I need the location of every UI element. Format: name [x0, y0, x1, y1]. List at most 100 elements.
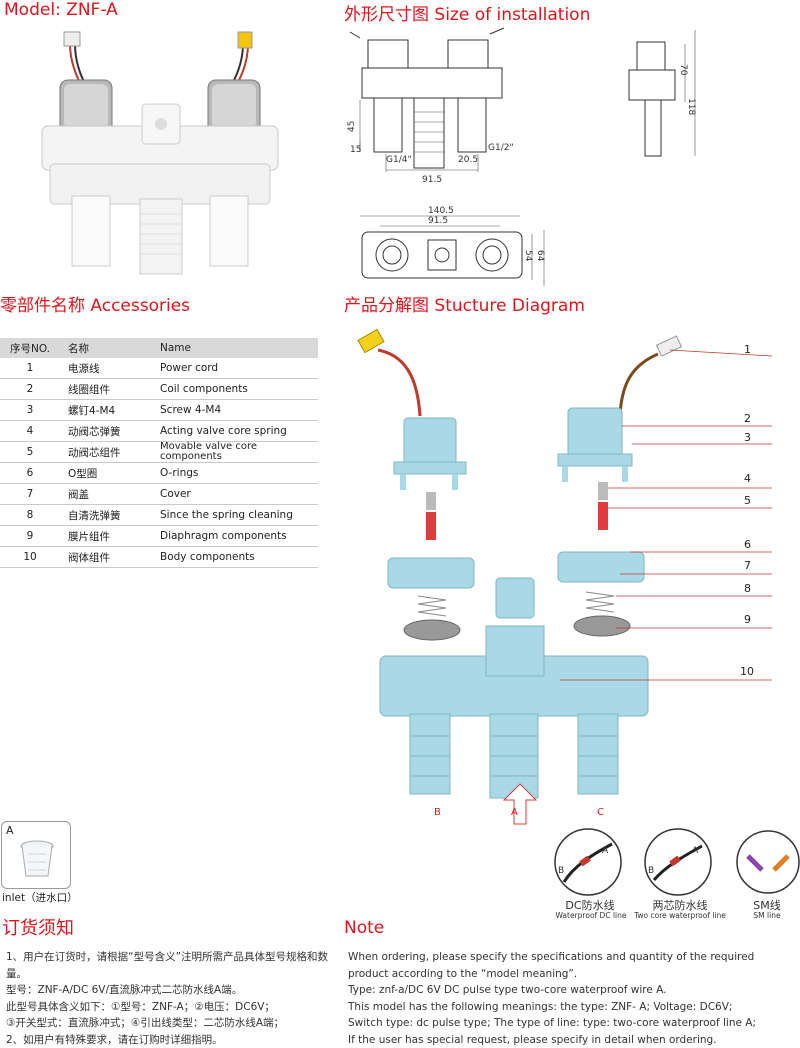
row-no: 8: [0, 505, 60, 526]
order-line: 此型号具体含义如下：①型号：ZNF-A；②电压：DC6V；: [6, 999, 331, 1016]
port-c: C: [597, 807, 604, 818]
row-cn: 动阀芯弹簧: [60, 421, 150, 442]
dim-118: 118: [686, 98, 696, 115]
callout-1: 1: [744, 343, 751, 356]
order-notice-title: 订货须知: [2, 914, 74, 940]
dim-g14: G1/4": [386, 155, 412, 165]
row-en: Cover: [150, 484, 318, 505]
note-line: Switch type: dc pulse type; The type of …: [348, 1015, 798, 1032]
dim-45: 45: [347, 121, 357, 132]
wire-type-icons: [550, 826, 800, 900]
wire2-label-a: A: [692, 846, 698, 856]
wire3-en: SM line: [742, 911, 792, 920]
row-en: O-rings: [150, 463, 318, 484]
order-notice-text: 1、用户在订货时，请根据“型号含义”注明所需产品具体型号规格和数量。 型号：ZN…: [6, 949, 331, 1048]
row-cn: 自清洗弹簧: [60, 505, 150, 526]
dim-70: 70: [678, 64, 688, 76]
table-header: 序号NO. 名称 Name: [0, 338, 318, 358]
note-line: This model has the following meanings: t…: [348, 999, 798, 1016]
row-no: 3: [0, 400, 60, 421]
dim-64: 64: [535, 250, 545, 262]
row-cn: 动阀芯组件: [60, 442, 150, 463]
row-cn: 螺钉4-M4: [60, 400, 150, 421]
callout-10: 10: [740, 665, 754, 678]
wire1-en: Waterproof DC line: [546, 911, 636, 920]
callout-9: 9: [744, 613, 751, 626]
callout-8: 8: [744, 582, 751, 595]
row-en: Movable valve core components: [150, 442, 318, 463]
top-view-drawing: 140.5 91.5 54 64: [350, 200, 570, 300]
dim-20-5: 20.5: [458, 155, 478, 165]
row-cn: 膜片组件: [60, 526, 150, 547]
row-cn: O型圈: [60, 463, 150, 484]
row-cn: 电源线: [60, 358, 150, 379]
inlet-caption: inlet（进水口）: [2, 890, 78, 905]
row-en: Since the spring cleaning: [150, 505, 318, 526]
callout-3: 3: [744, 431, 751, 444]
callout-4: 4: [744, 472, 751, 485]
row-no: 1: [0, 358, 60, 379]
note-title: Note: [344, 918, 384, 938]
exploded-diagram: [340, 326, 800, 826]
inlet-filter-icon: [16, 838, 58, 882]
order-line: 型号：ZNF-A/DC 6V/直流脉冲式二芯防水线A端。: [6, 982, 331, 999]
row-no: 6: [0, 463, 60, 484]
inlet-box: A: [1, 821, 71, 889]
row-cn: 阀盖: [60, 484, 150, 505]
row-en: Power cord: [150, 358, 318, 379]
dim-54: 54: [523, 250, 533, 262]
row-en: Body components: [150, 547, 318, 568]
front-view-drawing: 45 15 G1/4" 20.5 G1/2" 91.5: [340, 22, 540, 184]
note-line: When ordering, please specify the specif…: [348, 949, 798, 982]
header-en: Name: [150, 338, 318, 358]
note-line: If the user has special request, please …: [348, 1032, 798, 1048]
dim-91-5: 91.5: [422, 175, 442, 184]
dim-g12: G1/2": [488, 143, 514, 153]
note-text: When ordering, please specify the specif…: [348, 949, 798, 1048]
wire1-label-a: A: [602, 846, 608, 856]
row-no: 2: [0, 379, 60, 400]
inlet-label: A: [6, 824, 14, 837]
row-cn: 阀体组件: [60, 547, 150, 568]
wire2-en: Two core waterproof line: [626, 911, 734, 920]
row-en: Coil components: [150, 379, 318, 400]
side-view-drawing: 70 118: [615, 22, 725, 172]
row-no: 10: [0, 547, 60, 568]
row-no: 7: [0, 484, 60, 505]
dim-91-5-top: 91.5: [428, 216, 448, 226]
order-line: 1、用户在订货时，请根据“型号含义”注明所需产品具体型号规格和数量。: [6, 949, 331, 982]
dim-140-5: 140.5: [428, 206, 454, 216]
row-no: 4: [0, 421, 60, 442]
port-b: B: [434, 807, 441, 818]
callout-6: 6: [744, 538, 751, 551]
accessories-title: 零部件名称 Accessories: [0, 291, 190, 316]
model-title: Model: ZNF-A: [4, 0, 118, 20]
product-photo: [30, 24, 290, 279]
callout-5: 5: [744, 494, 751, 507]
note-line: Type: znf-a/DC 6V DC pulse type two-core…: [348, 982, 798, 999]
header-cn: 名称: [60, 338, 150, 358]
order-line: 2、如用户有特殊要求，请在订购时详细指明。: [6, 1032, 331, 1048]
row-no: 5: [0, 442, 60, 463]
dim-15: 15: [350, 145, 361, 155]
header-no: 序号NO.: [0, 338, 60, 358]
callout-2: 2: [744, 412, 751, 425]
row-en: Acting valve core spring: [150, 421, 318, 442]
wire1-label-b: B: [558, 866, 564, 876]
order-line: ③开关型式：直流脉冲式；④引出线类型：二芯防水线A端；: [6, 1015, 331, 1032]
row-en: Screw 4-M4: [150, 400, 318, 421]
callout-7: 7: [744, 559, 751, 572]
port-a: A: [511, 807, 518, 818]
wire2-label-b: B: [648, 866, 654, 876]
